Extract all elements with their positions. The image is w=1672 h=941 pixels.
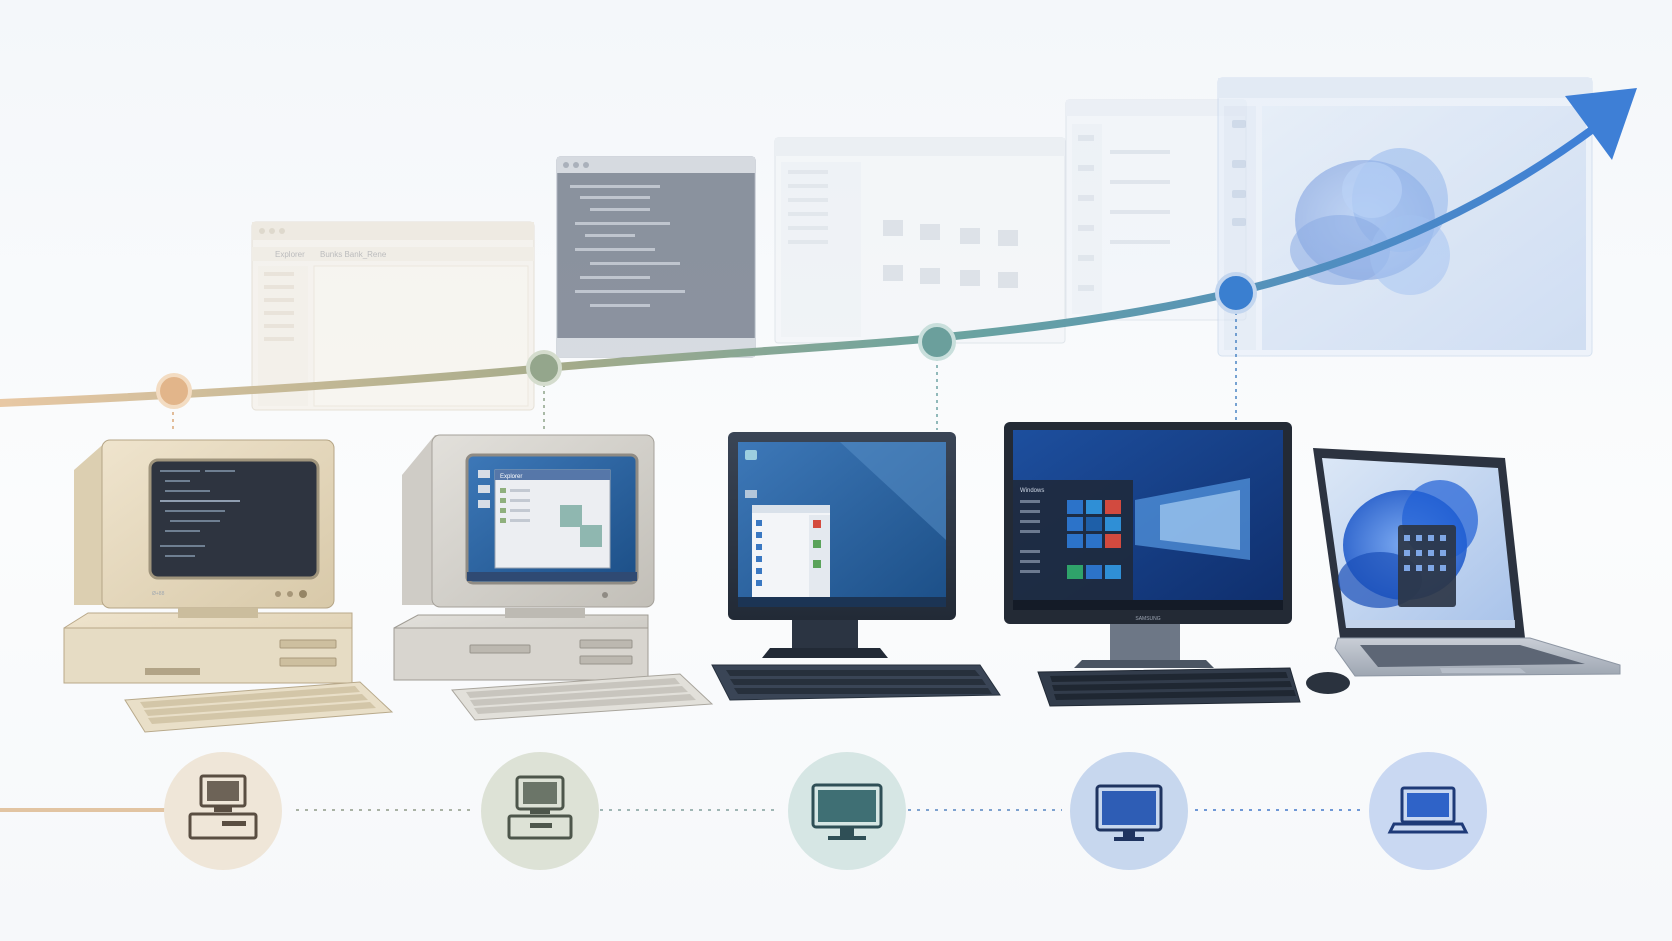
era1-desktop-pc-icon (164, 752, 282, 870)
timeline-node-era4 (1215, 272, 1257, 420)
era3-monitor-icon (788, 752, 906, 870)
era5-laptop-icon (1369, 752, 1487, 870)
start-tiles (1067, 500, 1121, 579)
ghost-window-era1: Explorer Bunks Bank_Rene (251, 221, 535, 411)
mouse (1306, 672, 1350, 694)
ghost-window-era4 (1065, 99, 1247, 321)
evolution-trend-line (0, 116, 1609, 407)
ghost-window-era2 (556, 156, 756, 358)
computer-era5-laptop (1313, 448, 1621, 677)
era3-start-menu-screen (738, 442, 946, 607)
ghost-window-tabs: Bunks Bank_Rene (320, 250, 387, 259)
ghost-window-era5 (1217, 77, 1593, 357)
era2-desktop-pc-icon (481, 752, 599, 870)
era2-window-title: Explorer (500, 474, 522, 480)
era2-gui-screen: Explorer (467, 469, 637, 581)
era4-monitor-icon (1070, 752, 1188, 870)
trend-arrowhead (1565, 88, 1637, 160)
computer-era2-gray-crt: Explorer (393, 434, 714, 721)
computer-era1-beige-crt: Ø+88 (63, 439, 394, 733)
timeline-node-era3 (918, 323, 956, 430)
era1-screen-caption: Ø+88 (152, 591, 165, 597)
ghost-window-title: Explorer (275, 250, 305, 259)
timeline-node-era1 (156, 373, 192, 432)
timeline-node-era2 (526, 350, 562, 430)
era4-start-label: Windows (1020, 488, 1044, 494)
era4-tiled-start-screen: Windows (1013, 478, 1283, 610)
computer-era4-widescreen: Windows SAMSUNG (1004, 422, 1350, 707)
era5-modern-desktop-screen (1338, 480, 1515, 628)
ghost-window-era3 (774, 137, 1066, 344)
monitor-brand-label: SAMSUNG (1135, 616, 1160, 622)
era1-command-line-screen (160, 470, 240, 557)
computer-era3-lcd (711, 432, 1001, 701)
